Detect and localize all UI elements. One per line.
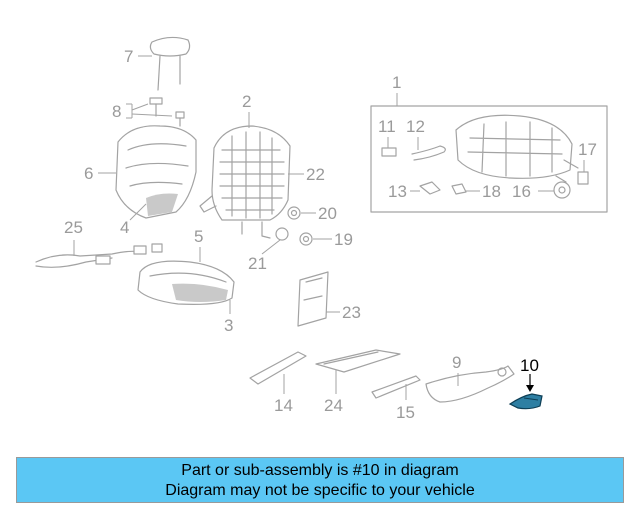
part-25-harness: 25 (35, 218, 163, 268)
part-19: 19 (299, 230, 353, 249)
part-11: 11 (378, 117, 397, 157)
callout-23: 23 (342, 303, 361, 322)
callout-5: 5 (194, 227, 203, 246)
part-14: 14 (249, 351, 307, 415)
callout-12: 12 (406, 117, 425, 136)
parts-diagram: 7 8 6 4 2 22 (35, 36, 608, 422)
part-20: 20 (287, 204, 337, 223)
callout-9: 9 (452, 353, 461, 372)
banner-line-disclaimer: Diagram may not be specific to your vehi… (165, 482, 475, 499)
part-23-panel: 23 (297, 271, 361, 327)
callout-20: 20 (318, 204, 337, 223)
part-9-side-trim: 9 (425, 353, 515, 403)
part-24: 24 (315, 349, 401, 415)
part-7-headrest: 7 (124, 36, 191, 91)
part-1-cushion-frame-assembly: 1 (370, 73, 608, 213)
callout-14: 14 (274, 396, 293, 415)
callout-19: 19 (334, 230, 353, 249)
callout-13: 13 (388, 182, 407, 201)
callout-22: 22 (306, 165, 325, 184)
part-12-wire: 12 (406, 117, 446, 161)
callout-4: 4 (120, 218, 129, 237)
callout-16: 16 (512, 182, 531, 201)
part-3: 3 (224, 300, 233, 335)
callout-7: 7 (124, 47, 133, 66)
part-8-headrest-guides: 8 (112, 97, 185, 127)
callout-10: 10 (520, 356, 539, 375)
callout-11: 11 (378, 117, 396, 136)
part-10-highlighted: 10 (508, 356, 543, 410)
callout-15: 15 (396, 403, 415, 422)
part-6-seatback-cover: 6 (84, 125, 197, 219)
part-18: 18 (451, 182, 501, 201)
callout-1: 1 (392, 73, 401, 92)
callout-6: 6 (84, 164, 93, 183)
callout-24: 24 (324, 396, 343, 415)
part-16: 16 (512, 181, 571, 201)
part-21: 21 (248, 227, 289, 273)
callout-2: 2 (242, 92, 251, 111)
callout-8: 8 (112, 102, 121, 121)
part-2-seatback-frame: 2 (199, 92, 291, 239)
part-4: 4 (120, 203, 147, 237)
part-5-cushion-cover: 5 (137, 227, 235, 305)
part-13: 13 (388, 181, 441, 201)
info-banner: Part or sub-assembly is #10 in diagram D… (16, 457, 624, 503)
part-15: 15 (371, 375, 421, 422)
callout-25: 25 (64, 218, 83, 237)
banner-line-part-note: Part or sub-assembly is #10 in diagram (181, 462, 459, 479)
part-17: 17 (577, 140, 597, 185)
callout-3: 3 (224, 316, 233, 335)
callout-18: 18 (482, 182, 501, 201)
part-22: 22 (288, 165, 325, 184)
callout-17: 17 (578, 140, 597, 159)
callout-21: 21 (248, 254, 267, 273)
